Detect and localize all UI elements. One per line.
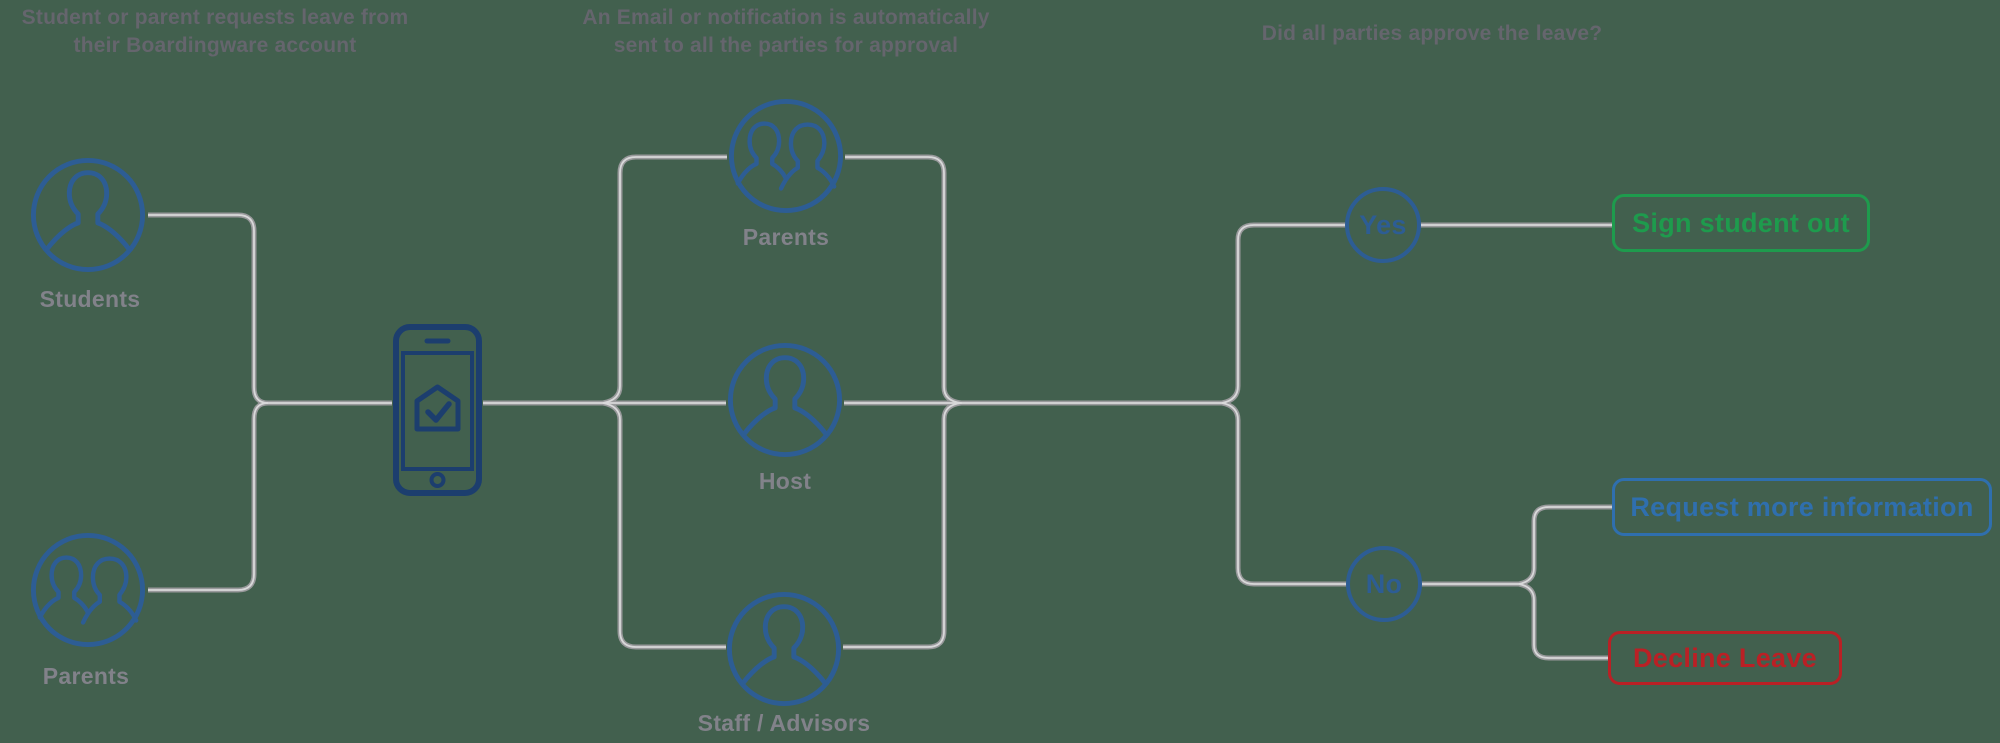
- sign-student-out-button[interactable]: Sign student out: [1612, 194, 1870, 252]
- step3-heading: Did all parties approve the leave?: [1261, 22, 1603, 45]
- no-node-label: No: [1365, 568, 1403, 599]
- yes-node: Yes: [1345, 187, 1421, 263]
- boardingware-app-phone-icon: [392, 323, 483, 497]
- parents-mid-icon: [727, 97, 845, 215]
- parents-mid-label: Parents: [742, 224, 830, 250]
- staff-advisors-icon: [725, 590, 843, 708]
- step1-heading-line1: Student or parent requests leave from: [21, 6, 409, 29]
- request-more-information-button[interactable]: Request more information: [1612, 478, 1992, 536]
- host-icon: [726, 341, 844, 459]
- step2-heading-line1: An Email or notification is automaticall…: [582, 6, 990, 29]
- parents-left-label: Parents: [42, 663, 130, 689]
- step1-heading-line2: their Boardingware account: [73, 34, 357, 57]
- students-icon: [29, 156, 147, 274]
- yes-node-label: Yes: [1359, 209, 1407, 240]
- step1-heading: Student or parent requests leave from th…: [22, 4, 409, 60]
- students-label: Students: [39, 286, 141, 312]
- staff-advisors-label: Staff / Advisors: [697, 710, 871, 736]
- parents-left-icon: [29, 531, 147, 649]
- host-label: Host: [758, 468, 812, 494]
- step2-heading: An Email or notification is automaticall…: [582, 4, 989, 60]
- step2-heading-line2: sent to all the parties for approval: [613, 34, 959, 57]
- no-node: No: [1346, 546, 1422, 622]
- decline-leave-button[interactable]: Decline Leave: [1608, 631, 1842, 685]
